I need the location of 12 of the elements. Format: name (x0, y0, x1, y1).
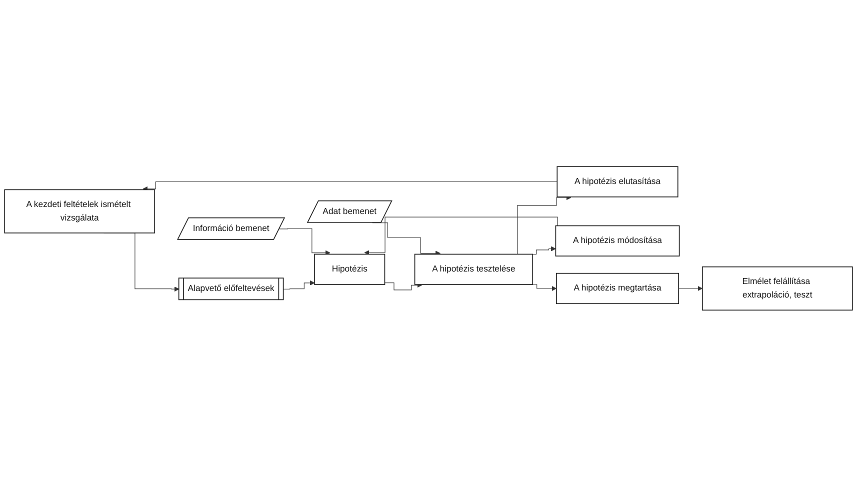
node-box: A hipotézis tesztelése (414, 254, 534, 286)
node-box: A hipotézis elutasítása (556, 166, 678, 198)
node-box: Hipotézis (314, 254, 386, 286)
arrow (279, 228, 330, 256)
arrow (283, 280, 315, 290)
node-box: Elmélet felállítása extrapoláció, teszt (702, 266, 853, 311)
node-box: A kezdeti feltételek ismételt vizsgálata (4, 189, 156, 234)
node-box: A hipotézis módosítása (555, 225, 680, 257)
node-box: A hipotézis megtartása (556, 273, 680, 304)
arrow (678, 286, 703, 292)
arrow (384, 282, 422, 290)
arrow (142, 182, 558, 192)
